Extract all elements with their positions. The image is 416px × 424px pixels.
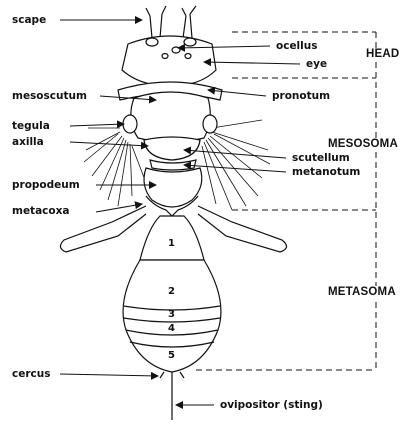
region-head: HEAD	[364, 48, 402, 60]
region-metasoma: METASOMA	[326, 286, 398, 298]
label-axilla: axilla	[12, 136, 44, 148]
right-hind-leg	[197, 205, 288, 253]
segment-4: 4	[168, 323, 175, 334]
label-metanotum: metanotum	[292, 166, 361, 178]
label-scape: scape	[12, 14, 47, 26]
region-mesosoma: MESOSOMA	[326, 138, 400, 150]
segment-2: 2	[168, 286, 175, 297]
label-cercus: cercus	[12, 368, 51, 380]
label-ovipositor: ovipositor (sting)	[220, 399, 323, 411]
label-propodeum: propodeum	[12, 179, 80, 191]
left-wings	[83, 127, 149, 207]
segment-5: 5	[168, 350, 175, 361]
left-hind-leg	[59, 205, 147, 253]
label-mesoscutum: mesoscutum	[12, 90, 87, 102]
label-eye: eye	[306, 58, 328, 70]
right-wings	[201, 119, 271, 211]
abdomen-shape	[122, 259, 222, 373]
label-metacoxa: metacoxa	[12, 205, 70, 217]
label-ocellus: ocellus	[276, 40, 318, 52]
label-tegula: tegula	[12, 120, 50, 132]
segment-3: 3	[168, 309, 175, 320]
antennae	[145, 5, 197, 39]
label-pronotum: pronotum	[272, 90, 331, 102]
segment-1: 1	[168, 238, 175, 249]
head	[121, 35, 217, 87]
label-scutellum: scutellum	[292, 152, 350, 164]
